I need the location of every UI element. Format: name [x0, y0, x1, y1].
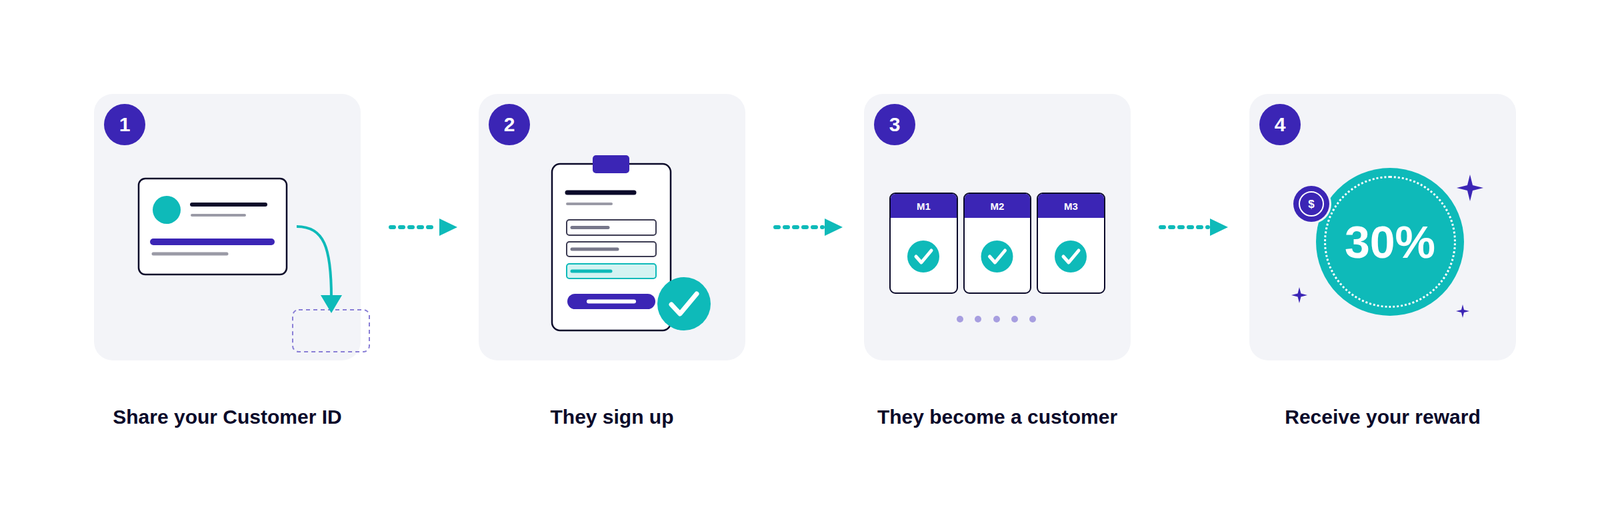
- step-number: 3: [874, 104, 916, 146]
- sparkle: [1456, 304, 1470, 318]
- button-text: [588, 300, 634, 304]
- step-number: 1: [104, 104, 146, 146]
- step-label: They become a customer: [797, 404, 1198, 430]
- check-mark: [1063, 250, 1079, 263]
- progress-dot: [1029, 316, 1036, 323]
- step-card: They become a customer3M1M2M3: [864, 94, 1131, 361]
- id-bar: [153, 238, 272, 246]
- drop-zone: [292, 310, 370, 352]
- step-number-text: 4: [1274, 114, 1286, 135]
- step-number-text: 3: [889, 114, 901, 135]
- step-label: They sign up: [412, 404, 812, 430]
- progress-dot: [993, 316, 1000, 323]
- check-mark: [671, 294, 697, 314]
- arrowhead: [1210, 218, 1228, 236]
- month-label: M3: [1038, 194, 1104, 218]
- coin-symbol: $: [1308, 198, 1314, 210]
- text-line: [192, 214, 245, 217]
- field-text: [572, 270, 611, 274]
- progress-dot: [956, 316, 964, 323]
- month-box: M1: [889, 192, 958, 294]
- step-number-text: 1: [119, 114, 131, 135]
- id-card: [138, 178, 287, 275]
- month-box: M2: [963, 192, 1032, 294]
- text-line: [192, 202, 266, 207]
- step-label: Receive your reward: [1182, 404, 1583, 430]
- sparkle: [1456, 174, 1484, 202]
- form-field-active: [566, 264, 656, 279]
- step-card: Receive your reward4$30%: [1249, 94, 1516, 361]
- step-number: 4: [1259, 104, 1301, 146]
- progress-dot: [1011, 316, 1018, 323]
- avatar-dot: [152, 196, 181, 224]
- share-arrow: [296, 226, 332, 298]
- progress-dot: [974, 316, 982, 323]
- reward-circle: 30%: [1316, 168, 1464, 316]
- field-text: [572, 226, 608, 230]
- clipboard: [552, 164, 671, 331]
- dotted-line: [775, 225, 823, 230]
- field-text: [572, 248, 618, 252]
- check-mark: [916, 250, 932, 263]
- text-line: [567, 202, 612, 206]
- step-card: Share your Customer ID1: [94, 94, 361, 361]
- step-number-text: 2: [504, 114, 516, 135]
- check-mark: [990, 250, 1006, 263]
- check-badge: [981, 240, 1014, 273]
- share-arrowhead: [320, 295, 342, 314]
- reward-percent: 30%: [1344, 219, 1436, 265]
- month-box: M3: [1036, 192, 1106, 294]
- text-line: [153, 252, 227, 256]
- dotted-line: [390, 225, 438, 230]
- dotted-line: [1160, 225, 1208, 230]
- step-card: They sign up2: [478, 94, 746, 361]
- arrowhead: [824, 218, 843, 236]
- check-badge: [1054, 240, 1087, 273]
- flow-arrow: [775, 218, 843, 236]
- flow-arrow: [390, 218, 458, 236]
- step-label: Share your Customer ID: [27, 404, 428, 430]
- submit-button: [567, 294, 656, 310]
- check-badge: [657, 277, 711, 331]
- check-badge: [907, 240, 940, 273]
- step-number: 2: [488, 104, 530, 146]
- form-field: [566, 242, 656, 257]
- form-field: [566, 220, 656, 236]
- arrowhead: [439, 218, 458, 236]
- clipboard-clip: [592, 155, 630, 174]
- sparkle: [1291, 287, 1308, 304]
- coin-icon: $: [1293, 186, 1330, 222]
- month-label: M2: [964, 194, 1030, 218]
- text-line: [567, 190, 634, 196]
- flow-arrow: [1160, 218, 1228, 236]
- month-label: M1: [890, 194, 957, 218]
